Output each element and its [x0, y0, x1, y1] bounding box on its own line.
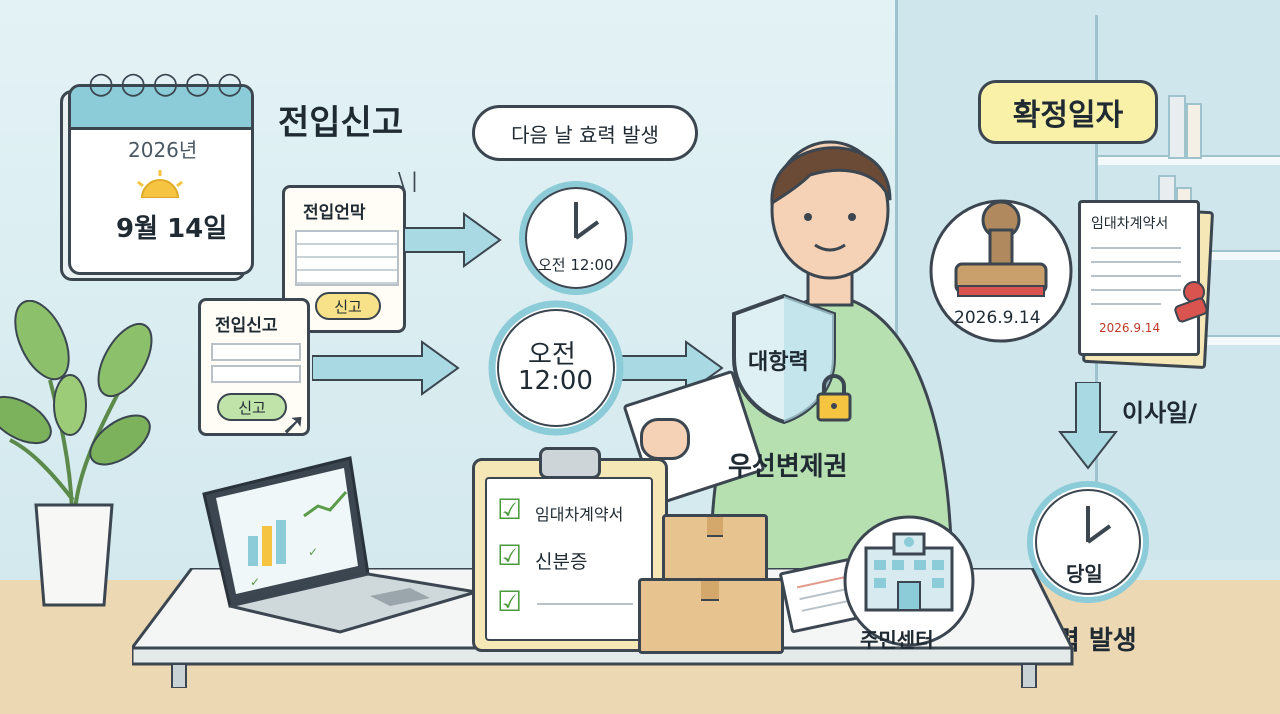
laptop: ✓ ✓ [200, 456, 480, 636]
clock-same-day: 당일 [1026, 480, 1150, 604]
form-top-title: 전입언막 [303, 203, 366, 223]
sun-icon [130, 168, 190, 199]
clock-big-label-1: 오전 [528, 340, 576, 370]
form-bottom-title: 전입신고 [215, 316, 278, 336]
plant [0, 299, 170, 620]
community-center: 주민센터 [840, 512, 978, 662]
priority-label: 우선변제권 [728, 452, 848, 482]
checkbox-icon[interactable]: ☑ [497, 585, 523, 618]
clock-big-label-2: 12:00 [518, 366, 593, 396]
calendar: ○○○○○ 2026년 9월 14일 [60, 66, 255, 281]
arrow-down-icon [1058, 382, 1118, 470]
move-in-form-top: 전입언막 신고 [282, 185, 406, 333]
move-in-form-bottom: 전입신고 신고 ➚ [198, 298, 310, 442]
contract-stamp-date: 2026.9.14 [1099, 321, 1161, 335]
stamp-date: 2026.9.14 [954, 308, 1041, 328]
community-center-label: 주민센터 [860, 628, 934, 652]
sparkle-icon: \ | [398, 168, 418, 192]
clock-midnight-big: 오전 12:00 [488, 300, 624, 436]
stamp-circle: 2026.9.14 [928, 190, 1074, 352]
red-stamp-icon [1170, 280, 1210, 326]
lock-icon [814, 372, 854, 422]
shield-icon: 대항력 [728, 292, 840, 426]
form-bottom-submit-button[interactable]: 신고 [217, 393, 287, 421]
speech-fixed-date-text: 확정일자 [1012, 98, 1124, 133]
form-top-submit-button[interactable]: 신고 [315, 292, 381, 320]
hand [640, 418, 690, 460]
checklist-item-3-line [537, 603, 633, 605]
speech-next-day: 다음 날 효력 발생 [472, 105, 698, 161]
checkbox-icon[interactable]: ☑ [497, 539, 523, 572]
form-field[interactable] [211, 365, 301, 383]
clock-small-label: 오전 12:00 [538, 256, 614, 274]
checkbox-icon[interactable]: ☑ [497, 493, 523, 526]
contract-doc-title: 임대차계약서 [1091, 216, 1169, 232]
move-day-label: 이사일/ [1122, 399, 1198, 427]
speech-fixed-date: 확정일자 [978, 80, 1158, 144]
svg-text:✓: ✓ [308, 545, 318, 559]
clock-same-day-label: 당일 [1066, 562, 1103, 586]
calendar-rings: ○○○○○ [88, 66, 249, 101]
speech-next-day-text: 다음 날 효력 발생 [511, 122, 659, 147]
book [1168, 95, 1186, 159]
clock-midnight-small: 오전 12:00 [518, 180, 634, 296]
book [1186, 103, 1202, 159]
calendar-date: 9월 14일 [116, 214, 228, 244]
arrow-right-icon [312, 340, 460, 396]
clipboard-clip [539, 447, 601, 479]
cursor-icon: ➚ [281, 407, 307, 442]
registration-title: 전입신고 [278, 103, 404, 143]
form-field[interactable] [211, 343, 301, 361]
checklist-item-1: 임대차계약서 [535, 505, 624, 524]
arrow-right-icon [404, 212, 502, 268]
cardboard-box [638, 578, 784, 654]
contract-document: 임대차계약서 2026.9.14 [1078, 200, 1215, 370]
form-table [295, 230, 399, 286]
calendar-year: 2026년 [128, 138, 198, 162]
checklist-item-2: 신분증 [535, 551, 588, 573]
shield-label: 대항력 [748, 350, 809, 375]
svg-text:✓: ✓ [250, 575, 260, 589]
